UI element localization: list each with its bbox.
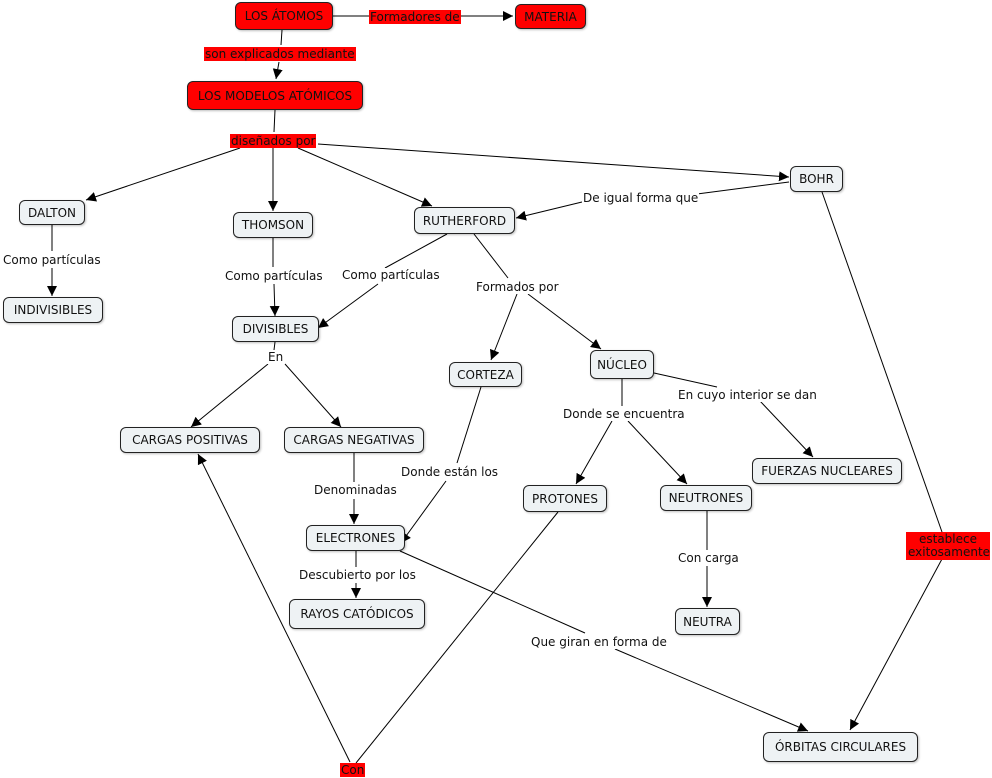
label-con: Con [340, 763, 366, 777]
link-divisibles-en [273, 341, 276, 351]
node-thomson[interactable]: THOMSON [233, 212, 313, 238]
node-protones[interactable]: PROTONES [523, 485, 607, 512]
label-en-cuyo-interior: En cuyo interior se dan [677, 388, 818, 402]
node-dalton[interactable]: DALTON [19, 200, 85, 225]
label-donde-se-encuentra: Donde se encuentra [562, 407, 686, 421]
link-rutherford-formados [473, 233, 509, 279]
node-divisibles[interactable]: DIVISIBLES [232, 316, 319, 342]
node-neutra[interactable]: NEUTRA [675, 608, 740, 635]
label-formados-por: Formados por [475, 280, 560, 294]
node-modelos-atomicos[interactable]: LOS MODELOS ATÓMICOS [187, 81, 363, 110]
node-electrones[interactable]: ELECTRONES [306, 525, 405, 551]
node-fuerzas-nucleares[interactable]: FUERZAS NUCLEARES [752, 458, 902, 484]
link-como-divisibles [269, 283, 280, 317]
link-establece-orbitas [849, 558, 943, 731]
label-establece-exitosamente: establece exitosamente [906, 532, 991, 560]
link-corteza-donde [456, 386, 482, 464]
link-atomos-explicados [280, 29, 283, 46]
link-explicados-modelos [272, 61, 283, 80]
node-materia[interactable]: MATERIA [515, 4, 586, 29]
link-disenados-rutherford [297, 147, 433, 207]
label-disenados-por: diseñados por [230, 134, 317, 148]
label-de-igual-forma: De igual forma que [582, 191, 700, 205]
node-indivisibles[interactable]: INDIVISIBLES [3, 297, 103, 323]
link-giran-orbitas [614, 648, 809, 732]
link-donde-electrones [400, 480, 447, 544]
node-neutrones[interactable]: NEUTRONES [660, 485, 752, 511]
label-descubierto-por: Descubierto por los [298, 568, 417, 582]
link-en-negativas [284, 363, 342, 428]
link-electrones-giran [399, 550, 586, 634]
node-rayos-catodicos[interactable]: RAYOS CATÓDICOS [289, 599, 425, 629]
node-bohr[interactable]: BOHR [790, 166, 843, 192]
link-formados-corteza [490, 293, 518, 361]
node-los-atomos[interactable]: LOS ÁTOMOS [235, 2, 333, 30]
link-con-positivas [197, 453, 351, 763]
label-que-giran: Que giran en forma de [530, 635, 668, 649]
label-con-carga: Con carga [677, 551, 740, 565]
link-interior-fuerzas [759, 400, 814, 458]
label-en: En [267, 350, 285, 364]
link-bohr-establece [821, 191, 943, 533]
node-rutherford[interactable]: RUTHERFORD [414, 207, 515, 234]
node-corteza[interactable]: CORTEZA [449, 362, 522, 387]
node-cargas-positivas[interactable]: CARGAS POSITIVAS [120, 427, 260, 453]
link-protones-con [355, 511, 559, 764]
label-denominadas: Denominadas [313, 483, 398, 497]
link-modelos-disenados [273, 109, 276, 133]
label-donde-estan-los: Donde están los [400, 465, 500, 479]
label-formadores-de: Formadores de [369, 10, 461, 24]
node-cargas-negativas[interactable]: CARGAS NEGATIVAS [284, 427, 424, 453]
link-en-positivas [190, 363, 269, 428]
link-como-divisibles-2 [317, 283, 379, 329]
link-disenados-bohr [317, 143, 790, 182]
link-nucleo-interior [653, 372, 718, 388]
node-nucleo[interactable]: NÚCLEO [590, 350, 654, 379]
link-bohr-igual [696, 181, 790, 195]
label-son-explicados: son explicados mediante [204, 47, 356, 61]
link-igual-rutherford [515, 201, 583, 221]
label-como-particulas-dalton: Como partículas [2, 253, 102, 267]
link-formados-nucleo [527, 293, 602, 350]
label-como-particulas-rutherford: Como partículas [341, 268, 441, 282]
link-disenados-dalton [85, 147, 241, 202]
label-como-particulas-thomson: Como partículas [224, 269, 324, 283]
link-rutherford-como [384, 233, 448, 269]
link-donde-protones [575, 420, 613, 485]
node-orbitas-circulares[interactable]: ÓRBITAS CIRCULARES [763, 732, 918, 762]
link-donde-neutrones [627, 420, 688, 485]
